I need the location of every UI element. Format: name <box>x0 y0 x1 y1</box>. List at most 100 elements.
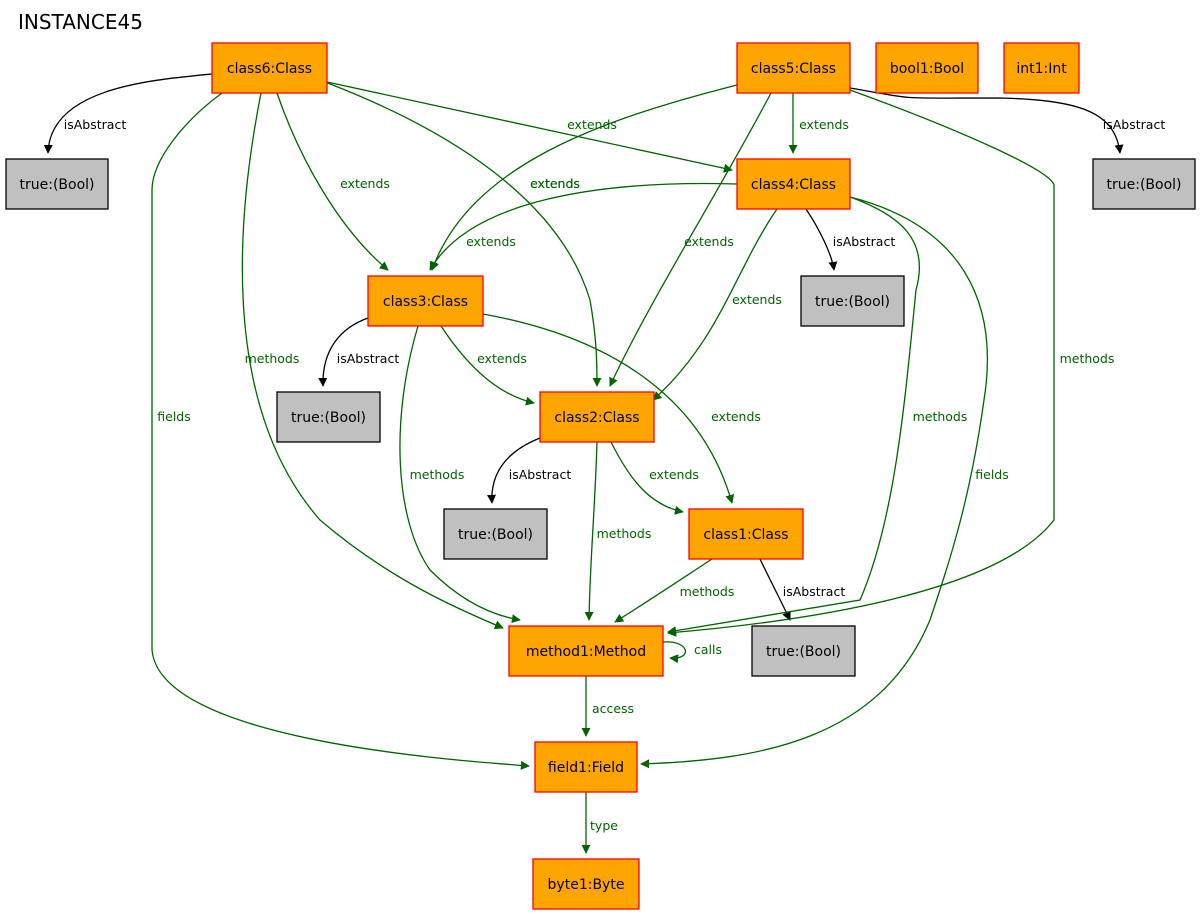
node-label: bool1:Bool <box>890 61 964 77</box>
node-label: class3:Class <box>383 294 468 310</box>
node-label: class5:Class <box>751 61 836 77</box>
edge-label: calls <box>694 642 722 657</box>
node-label: true:(Bool) <box>1107 177 1182 193</box>
edge-class4-extends-class2: extends <box>652 208 782 401</box>
edge-line <box>609 92 772 387</box>
node-class5[interactable]: class5:Class <box>736 42 851 94</box>
edge-label: extends <box>530 176 580 191</box>
node-box <box>800 275 905 327</box>
edge-line <box>652 208 778 401</box>
node-class1[interactable]: class1:Class <box>688 508 804 560</box>
node-t3[interactable]: true:(Bool) <box>276 391 381 443</box>
edge-label: extends <box>649 467 699 482</box>
edge-line <box>640 196 988 769</box>
edge-label: extends <box>567 117 617 132</box>
edge-class3-methods-method1: methods <box>399 325 521 624</box>
node-box <box>534 741 638 793</box>
node-class3[interactable]: class3:Class <box>367 275 484 327</box>
node-label: class6:Class <box>227 61 312 77</box>
edge-label: methods <box>1060 351 1115 366</box>
node-box <box>211 42 328 94</box>
edge-line <box>241 92 504 630</box>
edge-line <box>440 325 535 406</box>
node-label: true:(Bool) <box>458 527 533 543</box>
node-bool1[interactable]: bool1:Bool <box>875 42 979 94</box>
node-box <box>443 508 548 560</box>
node-t1[interactable]: true:(Bool) <box>751 625 856 677</box>
edge-label: methods <box>680 584 735 599</box>
edge-label: fields <box>975 467 1008 482</box>
node-box <box>5 158 109 210</box>
edge-label: extends <box>732 292 782 307</box>
edge-method1-access-field1: access <box>581 676 634 737</box>
node-box <box>532 858 640 910</box>
node-label: class4:Class <box>751 177 836 193</box>
edge-line <box>614 558 713 623</box>
edge-label: extends <box>477 351 527 366</box>
node-class2[interactable]: class2:Class <box>539 391 655 443</box>
edge-label: methods <box>913 409 968 424</box>
edge-class1-isAbstract-t1: isAbstract <box>759 558 845 621</box>
edge-line <box>326 81 733 173</box>
edge-class3-extends-class2: extends <box>440 325 535 406</box>
edge-line <box>324 81 602 387</box>
edge-line <box>759 558 791 621</box>
node-box <box>875 42 979 94</box>
node-label: method1:Method <box>526 644 646 660</box>
edge-class2-extends-class1: extends <box>610 441 699 515</box>
edge-class1-methods-method1: methods <box>614 558 735 623</box>
edge-class5-methods-method1: methods <box>667 89 1115 637</box>
node-box <box>751 625 856 677</box>
edge-class5-extends-class4: extends <box>788 93 849 154</box>
edge-line <box>429 182 738 271</box>
node-class6[interactable]: class6:Class <box>211 42 328 94</box>
node-box <box>508 625 664 677</box>
edge-class6-methods-method1: methods <box>241 92 504 630</box>
node-t5[interactable]: true:(Bool) <box>1092 158 1196 210</box>
node-label: class1:Class <box>703 527 788 543</box>
edge-class2-methods-method1: methods <box>584 441 651 621</box>
edge-label: isAbstract <box>509 467 572 482</box>
edge-label: methods <box>410 467 465 482</box>
edge-line <box>667 196 921 636</box>
edge-label: type <box>590 818 618 833</box>
node-t2[interactable]: true:(Bool) <box>443 508 548 560</box>
edge-label: extends <box>799 117 849 132</box>
edge-label: extends <box>530 176 580 191</box>
edge-line <box>318 317 369 387</box>
edge-line <box>610 441 684 515</box>
node-box <box>367 275 484 327</box>
edge-line <box>487 437 541 504</box>
edge-label: extends <box>466 234 516 249</box>
node-int1[interactable]: int1:Int <box>1003 42 1080 94</box>
edge-class3-isAbstract-t3: isAbstract <box>318 317 399 387</box>
node-box <box>1003 42 1080 94</box>
node-field1[interactable]: field1:Field <box>534 741 638 793</box>
edges-layer: isAbstract isAbstract isAbstract isAbstract… <box>43 73 1165 854</box>
node-method1[interactable]: method1:Method <box>508 625 664 677</box>
node-label: field1:Field <box>548 760 624 776</box>
edge-line <box>482 313 735 504</box>
edge-label: isAbstract <box>64 117 127 132</box>
edge-class6-extends-class3: extends <box>276 92 390 271</box>
node-box <box>736 42 851 94</box>
node-t4[interactable]: true:(Bool) <box>800 275 905 327</box>
node-box <box>1092 158 1196 210</box>
node-box <box>276 391 381 443</box>
edge-line <box>667 89 1055 637</box>
edge-class2-isAbstract-t2: isAbstract <box>487 437 572 504</box>
edge-line <box>584 441 598 621</box>
edge-label: isAbstract <box>833 234 896 249</box>
edge-class4-isAbstract-t4: isAbstract <box>805 208 896 271</box>
edge-line <box>399 325 521 624</box>
diagram-title: INSTANCE45 <box>18 10 143 34</box>
edge-class6-isAbstract-t6: isAbstract <box>43 73 213 154</box>
node-byte1[interactable]: byte1:Byte <box>532 858 640 910</box>
edge-label: access <box>592 701 634 716</box>
node-class4[interactable]: class4:Class <box>736 158 851 210</box>
node-t6[interactable]: true:(Bool) <box>5 158 109 210</box>
node-box <box>539 391 655 443</box>
node-box <box>736 158 851 210</box>
